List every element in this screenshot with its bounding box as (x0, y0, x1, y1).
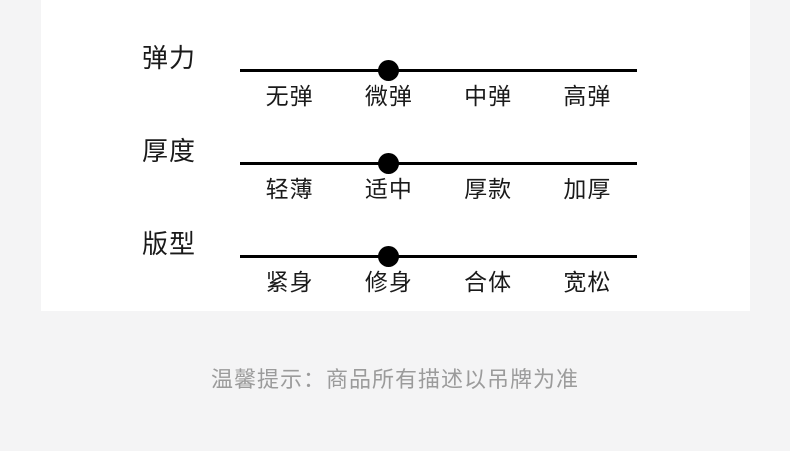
spec-row-fit: 版型 紧身 修身 合体 宽松 (41, 206, 750, 299)
option-fit-1[interactable]: 修身 (364, 270, 413, 296)
option-thickness-3[interactable]: 加厚 (563, 177, 612, 203)
slider-thumb[interactable] (378, 246, 400, 267)
slider-track[interactable] (240, 162, 637, 165)
spec-options-thickness: 轻薄 适中 厚款 加厚 (240, 175, 637, 205)
option-fit-2[interactable]: 合体 (464, 270, 513, 296)
option-elasticity-3[interactable]: 高弹 (563, 84, 612, 110)
spec-attribute-label: 厚度 (142, 137, 197, 167)
slider-thumb[interactable] (378, 153, 400, 174)
spec-options-fit: 紧身 修身 合体 宽松 (240, 268, 637, 298)
spec-options-elasticity: 无弹 微弹 中弹 高弹 (240, 82, 637, 112)
footer-note: 温馨提示：商品所有描述以吊牌为准 (210, 368, 579, 393)
product-spec-card: 弹力 无弹 微弹 中弹 高弹 厚度 轻薄 适中 厚款 加厚 版型 (41, 0, 750, 311)
option-thickness-1[interactable]: 适中 (364, 177, 413, 203)
option-thickness-0[interactable]: 轻薄 (265, 177, 314, 203)
spec-slider-fit[interactable] (240, 244, 637, 268)
spec-slider-thickness[interactable] (240, 151, 637, 175)
spec-attribute-label: 弹力 (142, 44, 197, 74)
slider-track[interactable] (240, 255, 637, 258)
spec-row-elasticity: 弹力 无弹 微弹 中弹 高弹 (41, 20, 750, 113)
option-elasticity-2[interactable]: 中弹 (464, 84, 513, 110)
option-elasticity-0[interactable]: 无弹 (265, 84, 314, 110)
option-fit-0[interactable]: 紧身 (265, 270, 314, 296)
option-fit-3[interactable]: 宽松 (563, 270, 612, 296)
spec-slider-elasticity[interactable] (240, 58, 637, 82)
spec-attribute-label: 版型 (142, 230, 197, 260)
slider-track[interactable] (240, 69, 637, 72)
option-elasticity-1[interactable]: 微弹 (364, 84, 413, 110)
slider-thumb[interactable] (378, 60, 400, 81)
spec-row-thickness: 厚度 轻薄 适中 厚款 加厚 (41, 113, 750, 206)
option-thickness-2[interactable]: 厚款 (464, 177, 513, 203)
